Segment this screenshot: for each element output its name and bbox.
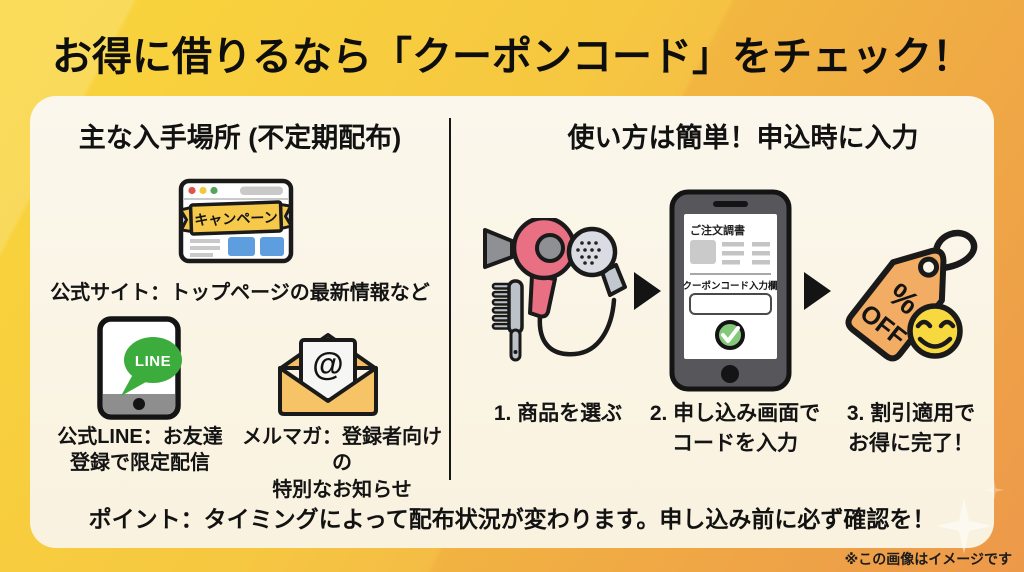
- campaign-ribbon-label: キャンペーン: [194, 209, 278, 228]
- shower-head-icon: [566, 226, 627, 297]
- left-panel-heading: 主な入手場所 (不定期配布): [78, 123, 402, 153]
- home-button: [721, 365, 739, 383]
- arrow-right-icon: [634, 272, 661, 310]
- arrow-right-icon: [804, 272, 831, 310]
- step-3-line2: お得に完了！: [848, 432, 974, 456]
- page-title: お得に借りるなら「クーポンコード」をチェック！: [52, 35, 972, 79]
- column-divider: [449, 118, 451, 480]
- line-speech-bubble: LINE: [121, 337, 182, 396]
- order-phone-icon: ご注文調書 クーポンコード入力欄: [669, 189, 792, 392]
- order-form-title: ご注文調書: [690, 223, 745, 237]
- mail-caption: メルマガ：登録者向けの 特別なお知らせ: [235, 424, 449, 503]
- comb-icon: [491, 279, 524, 362]
- cord: [537, 297, 617, 357]
- step-2-line2: コードを入力: [672, 432, 798, 456]
- coupon-input-box: [689, 293, 772, 315]
- step-2: 2. 申し込み画面で コードを入力: [635, 399, 835, 460]
- home-button: [133, 398, 145, 410]
- coupon-field-label: クーポンコード入力欄: [682, 280, 777, 292]
- discount-tag-icon: % OFF: [845, 229, 978, 362]
- line-bubble-label: LINE: [135, 353, 171, 370]
- step-3-line1: 3. 割引適用で: [846, 402, 976, 425]
- smiley-icon: [907, 303, 963, 359]
- step-2-line1: 2. 申し込み画面で: [649, 402, 821, 425]
- browser-dot-yellow: [199, 186, 207, 195]
- step-3: 3. 割引適用で お得に完了！: [821, 399, 1001, 460]
- tag-string: [932, 229, 978, 272]
- rental-products-icon: [483, 218, 627, 362]
- right-panel-heading: 使い方は簡単！申込時に入力: [567, 123, 919, 153]
- mail-caption-line1: メルマガ：登録者向けの: [242, 426, 442, 475]
- line-caption: 公式LINE：お友達 登録で限定配信: [35, 424, 245, 477]
- newsletter-mail-icon: @: [278, 333, 378, 416]
- browser-dot-green: [210, 186, 218, 195]
- browser-dot-red: [188, 186, 196, 195]
- image-disclaimer: ※この画像はイメージです: [844, 551, 1012, 567]
- campaign-ribbon: キャンペーン: [179, 200, 293, 236]
- mail-caption-line2: 特別なお知らせ: [272, 478, 412, 501]
- at-symbol: @: [312, 346, 343, 382]
- line-caption-line1: 公式LINE：お友達: [57, 426, 223, 448]
- step-1: 1. 商品を選ぶ: [468, 399, 648, 429]
- footer-note: ポイント：タイミングによって配布状況が変わります。申し込み前に必ず確認を！: [88, 506, 936, 532]
- line-phone-icon: LINE: [97, 316, 182, 420]
- step-1-line1: 1. 商品を選ぶ: [493, 402, 623, 425]
- website-campaign-icon: キャンペーン: [178, 178, 294, 264]
- official-site-caption: 公式サイト：トップページの最新情報など: [50, 282, 430, 304]
- check-icon: [715, 320, 745, 350]
- content-card: 主な入手場所 (不定期配布) キャンペーン: [30, 96, 994, 548]
- line-caption-line2: 登録で限定配信: [70, 452, 210, 475]
- hair-dryer-icon: [483, 218, 577, 319]
